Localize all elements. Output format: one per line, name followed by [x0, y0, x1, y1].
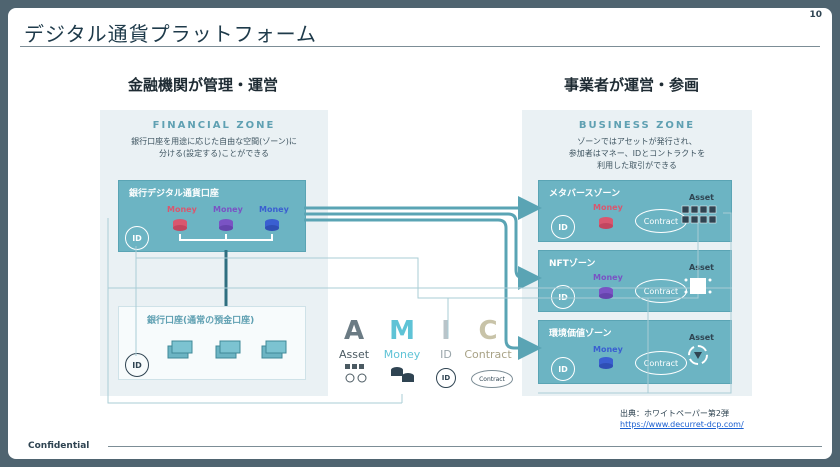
money-label: Money [593, 345, 623, 354]
financial-zone-desc-1: 銀行口座を用途に応じた自由な空間(ゾーン)に [131, 137, 297, 146]
business-zone-desc-2: 参加者はマネー、IDとコントラクトを [568, 149, 706, 158]
id-icon: ID [125, 353, 149, 377]
title-divider [20, 46, 820, 47]
source-label: 出典：ホワイトペーパー第2弾 [620, 409, 730, 418]
amic-word-money: Money [383, 348, 421, 361]
cash-stack-icon [215, 340, 241, 359]
asset-label: Asset [689, 263, 714, 272]
financial-zone-heading: FINANCIAL ZONE [152, 120, 276, 131]
contract-icon: Contract [471, 370, 513, 388]
amic-word-asset: Asset [338, 348, 370, 361]
business-zone-desc-1: ゾーンではアセットが発行され、 [577, 137, 697, 146]
amic-letter-a: A [343, 316, 365, 346]
regular-account-title: 銀行口座(通常の預金口座) [147, 316, 255, 326]
source-link[interactable]: https://www.decurret-dcp.com/ [620, 420, 744, 429]
coins-bracket [179, 234, 273, 241]
money-label-blue: Money [259, 205, 289, 214]
money-coin-purple [219, 219, 233, 231]
metaverse-zone-title: メタバースゾーン [549, 189, 621, 199]
money-label: Money [593, 203, 623, 212]
regular-bank-account: 銀行口座(通常の預金口座) ID [118, 306, 306, 380]
right-heading: 事業者が運営・参画 [564, 76, 700, 94]
id-icon: ID [551, 285, 575, 309]
id-icon: ID [125, 226, 149, 250]
amic-word-contract: Contract [464, 348, 512, 361]
flow-arrows [304, 196, 542, 360]
id-icon: ID [551, 357, 575, 381]
nft-zone-title: NFTゾーン [549, 259, 596, 269]
id-icon: ID [551, 215, 575, 239]
page-title: デジタル通貨プラットフォーム [24, 22, 317, 46]
amic-letter-c: C [478, 316, 498, 346]
id-icon: ID [436, 368, 456, 388]
money-coin-purple [599, 287, 613, 299]
environmental-zone-title: 環境価値ゾーン [549, 329, 612, 339]
business-zone-desc-3: 利用した取引ができる [597, 161, 677, 170]
contract-icon: Contract [635, 351, 687, 375]
footer-confidential: Confidential [28, 441, 90, 451]
footer-divider [108, 446, 822, 447]
money-coin-pink [599, 217, 613, 229]
financial-zone-desc-2: 分ける(設定する)ことができる [158, 149, 270, 158]
arrow-to-environment [304, 218, 542, 360]
money-coins-small [391, 367, 414, 382]
digital-account-title: 銀行デジタル通貨口座 [129, 189, 219, 199]
metaverse-zone: メタバースゾーン ID Money Contract Asset [538, 180, 732, 242]
nft-chip-icon [684, 278, 712, 294]
arrow-to-nft [304, 212, 542, 290]
avatar-grid-icon [681, 205, 717, 224]
cash-stack-icon [167, 340, 193, 359]
asset-label: Asset [689, 193, 714, 202]
left-heading: 金融機関が管理・運営 [128, 76, 279, 94]
asset-icons-small [345, 364, 367, 383]
environment-cycle-icon [688, 345, 708, 365]
amic-letter-i: I [441, 316, 451, 346]
slide: 10 デジタル通貨プラットフォーム 金融機関が管理・運営 事業者が運営・参画 F… [8, 8, 832, 459]
money-coin-blue [265, 219, 279, 231]
money-coin-blue [599, 357, 613, 369]
amic-word-id: ID [440, 348, 452, 361]
cash-stack-icon [261, 340, 287, 359]
diagram-graphics [107, 196, 732, 404]
money-label: Money [593, 273, 623, 282]
asset-label: Asset [689, 333, 714, 342]
page-number: 10 [809, 10, 822, 20]
id-network-lines [107, 212, 732, 404]
amic-letter-m: M [389, 316, 415, 346]
business-zone-heading: BUSINESS ZONE [578, 120, 696, 131]
money-coin-pink [173, 219, 187, 231]
money-label-purple: Money [213, 205, 243, 214]
money-label-pink: Money [167, 205, 197, 214]
